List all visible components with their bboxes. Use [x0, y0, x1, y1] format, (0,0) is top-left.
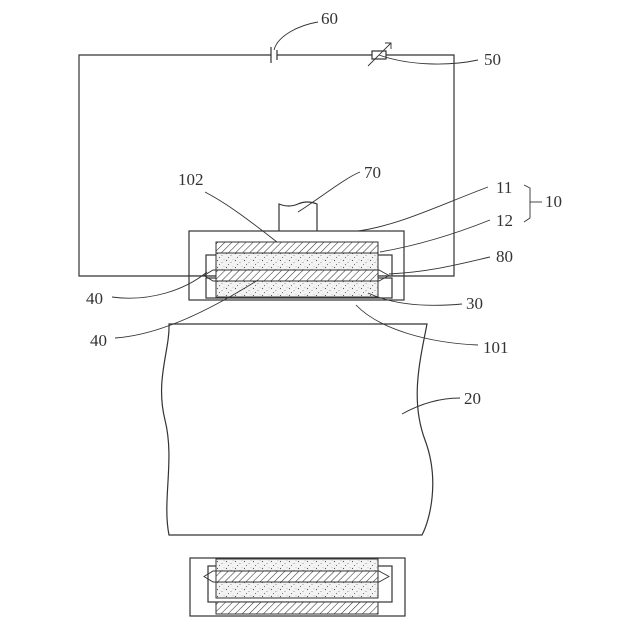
- label-resistor: 50: [484, 50, 501, 69]
- label-bottom-face: 101: [483, 338, 509, 357]
- reference-labels: 60 50 70 102 11 12 10 80 40 40 30 101 20: [86, 9, 562, 408]
- base-body: [162, 324, 433, 535]
- label-probe: 70: [364, 163, 381, 182]
- hatched-plate-top: [216, 242, 378, 253]
- label-edge-upper: 40: [86, 289, 103, 308]
- label-bottom-layer: 30: [466, 294, 483, 313]
- label-assembly: 10: [545, 192, 562, 211]
- label-edge-lower: 40: [90, 331, 107, 350]
- label-upper-layer: 11: [496, 178, 512, 197]
- hatched-sample-layer: [216, 270, 378, 281]
- label-top-face: 102: [178, 170, 204, 189]
- label-battery: 60: [321, 9, 338, 28]
- leader-lines: [112, 22, 542, 414]
- label-lower-layer: 12: [496, 211, 513, 230]
- dotted-layer-upper: [216, 253, 378, 270]
- label-seal: 80: [496, 247, 513, 266]
- bottom-clamp-assembly: [190, 558, 405, 616]
- dotted-layer-lower: [216, 281, 378, 297]
- label-base-body: 20: [464, 389, 481, 408]
